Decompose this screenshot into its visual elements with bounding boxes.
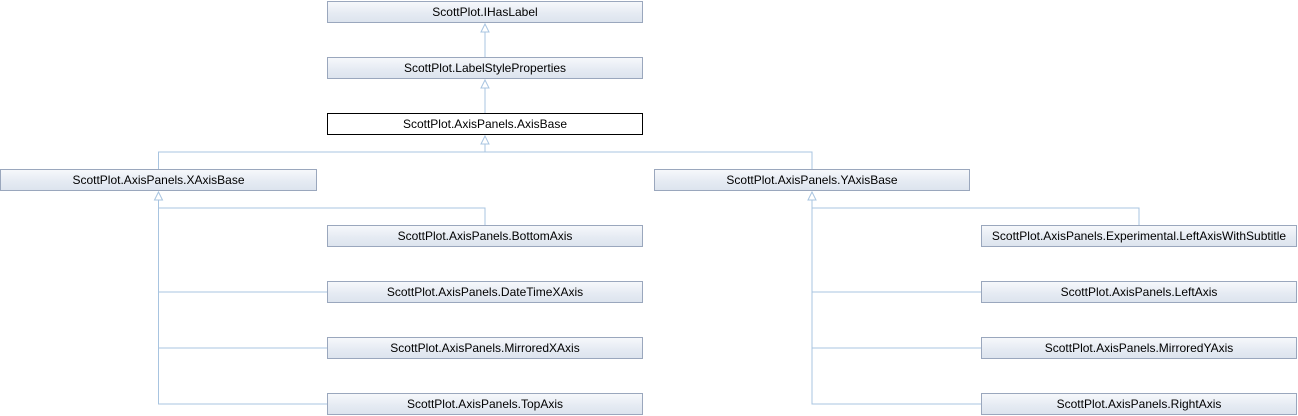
- edge-leftaxiswithsubtitle-to-yaxisbase: [811, 199, 1140, 225]
- edge-rightaxis-to-yaxisbase: [811, 199, 981, 405]
- inheritance-arrowhead-axisbase: [480, 134, 490, 145]
- node-left-axis[interactable]: ScottPlot.AxisPanels.LeftAxis: [981, 281, 1297, 303]
- inheritance-arrowhead-yaxisbase: [807, 190, 817, 201]
- edge-topaxis-to-xaxisbase: [158, 199, 327, 405]
- node-axis-base[interactable]: ScottPlot.AxisPanels.AxisBase: [327, 113, 643, 135]
- node-left-axis-with-subtitle[interactable]: ScottPlot.AxisPanels.Experimental.LeftAx…: [981, 225, 1297, 247]
- node-label-style-properties[interactable]: ScottPlot.LabelStyleProperties: [327, 57, 643, 79]
- inheritance-arrowhead-ihaslabel: [480, 22, 490, 33]
- edge-yaxisbase-to-axisbase: [484, 143, 813, 169]
- node-y-axis-base[interactable]: ScottPlot.AxisPanels.YAxisBase: [654, 169, 970, 191]
- node-bottom-axis[interactable]: ScottPlot.AxisPanels.BottomAxis: [327, 225, 643, 247]
- edge-leftaxis-to-yaxisbase: [811, 199, 981, 293]
- edge-datetimexaxis-to-xaxisbase: [158, 199, 327, 293]
- edge-bottomaxis-to-xaxisbase: [158, 199, 486, 225]
- node-ihaslabel[interactable]: ScottPlot.IHasLabel: [327, 1, 643, 23]
- edge-xaxisbase-to-axisbase: [158, 143, 486, 169]
- node-mirrored-x-axis[interactable]: ScottPlot.AxisPanels.MirroredXAxis: [327, 337, 643, 359]
- inheritance-arrowhead-labelstyle: [480, 78, 490, 89]
- node-right-axis[interactable]: ScottPlot.AxisPanels.RightAxis: [981, 393, 1297, 415]
- node-mirrored-y-axis[interactable]: ScottPlot.AxisPanels.MirroredYAxis: [981, 337, 1297, 359]
- node-datetime-x-axis[interactable]: ScottPlot.AxisPanels.DateTimeXAxis: [327, 281, 643, 303]
- edge-mirroredyaxis-to-yaxisbase: [811, 199, 981, 349]
- node-x-axis-base[interactable]: ScottPlot.AxisPanels.XAxisBase: [0, 169, 317, 191]
- node-top-axis[interactable]: ScottPlot.AxisPanels.TopAxis: [327, 393, 643, 415]
- edge-mirroredxaxis-to-xaxisbase: [158, 199, 327, 349]
- inheritance-arrowhead-xaxisbase: [153, 190, 164, 201]
